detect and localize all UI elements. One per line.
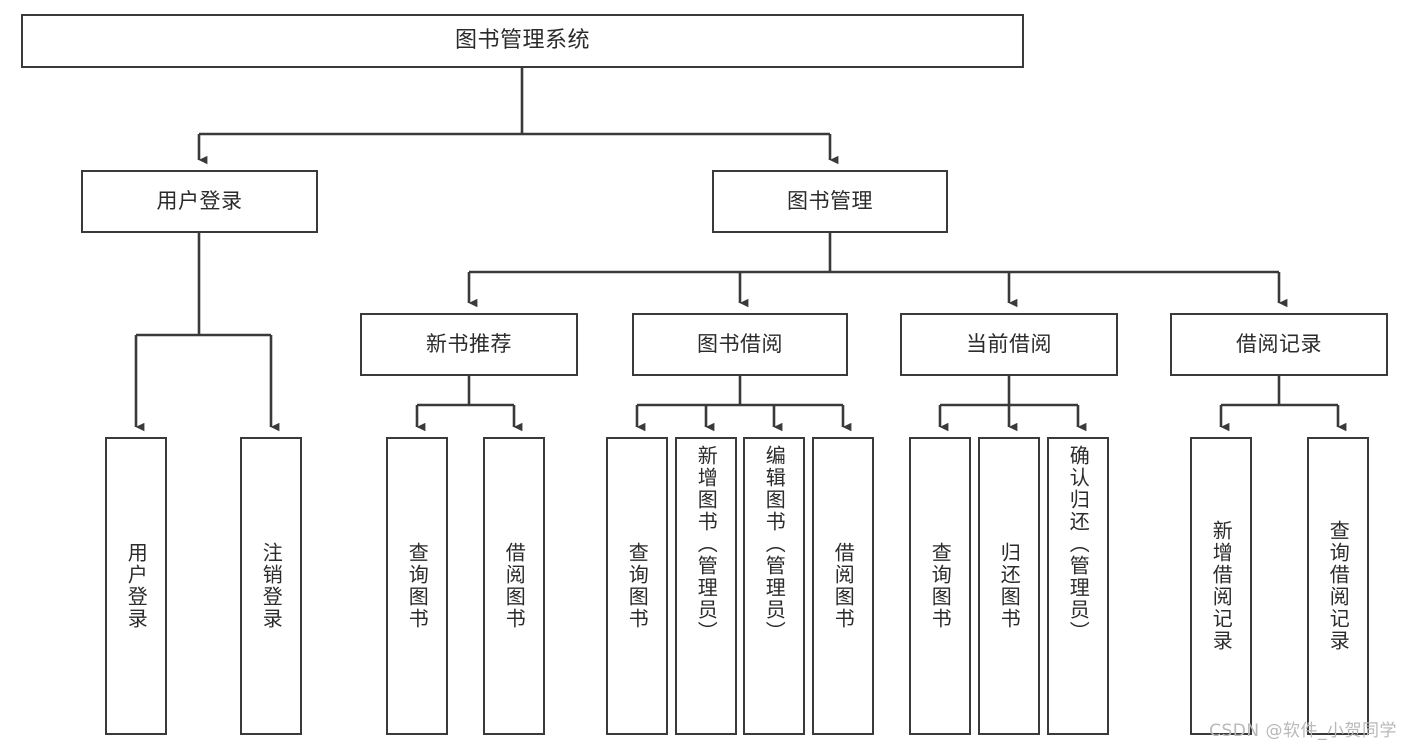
node-book-borrow-label: 图书借阅 [697, 332, 783, 357]
node-leaf-query-book-3-label: 查询图书 [928, 542, 953, 630]
node-book-management[interactable]: 图书管理 [712, 170, 948, 233]
node-leaf-add-record[interactable]: 新增借阅记录 [1190, 437, 1252, 735]
node-leaf-confirm-return[interactable]: 确认归还（管理员） [1047, 437, 1109, 735]
node-leaf-add-record-label: 新增借阅记录 [1209, 520, 1234, 652]
node-leaf-query-book-3[interactable]: 查询图书 [909, 437, 971, 735]
node-new-book-recommend-label: 新书推荐 [426, 332, 512, 357]
node-book-management-label: 图书管理 [787, 189, 873, 214]
node-leaf-add-book[interactable]: 新增图书（管理员） [675, 437, 737, 735]
node-leaf-query-book-2[interactable]: 查询图书 [606, 437, 668, 735]
node-user-login-label: 用户登录 [156, 189, 243, 214]
node-leaf-user-login[interactable]: 用户登录 [105, 437, 167, 735]
node-leaf-logout-login-label: 注销登录 [259, 542, 284, 630]
node-user-login[interactable]: 用户登录 [81, 170, 318, 233]
node-leaf-query-book-1-label: 查询图书 [405, 542, 430, 630]
node-borrow-record[interactable]: 借阅记录 [1170, 313, 1388, 376]
node-leaf-query-record-label: 查询借阅记录 [1326, 520, 1351, 652]
node-book-borrow[interactable]: 图书借阅 [632, 313, 848, 376]
node-leaf-return-book-label: 归还图书 [997, 542, 1022, 630]
node-leaf-borrow-book-2[interactable]: 借阅图书 [812, 437, 874, 735]
node-leaf-logout-login[interactable]: 注销登录 [240, 437, 302, 735]
node-leaf-return-book[interactable]: 归还图书 [978, 437, 1040, 735]
node-leaf-query-book-2-label: 查询图书 [625, 542, 650, 630]
node-leaf-user-login-label: 用户登录 [124, 542, 149, 630]
csdn-watermark: CSDN @软件_小贺同学 [1209, 721, 1397, 741]
node-borrow-record-label: 借阅记录 [1236, 332, 1322, 357]
node-leaf-borrow-book-1[interactable]: 借阅图书 [483, 437, 545, 735]
node-current-borrow[interactable]: 当前借阅 [900, 313, 1118, 376]
node-root[interactable]: 图书管理系统 [21, 14, 1024, 68]
node-leaf-borrow-book-2-label: 借阅图书 [831, 542, 856, 630]
node-root-label: 图书管理系统 [454, 28, 590, 54]
node-leaf-borrow-book-1-label: 借阅图书 [502, 542, 527, 630]
node-leaf-edit-book-label: 编辑图书（管理员） [762, 445, 787, 643]
node-leaf-query-record[interactable]: 查询借阅记录 [1307, 437, 1369, 735]
node-leaf-query-book-1[interactable]: 查询图书 [386, 437, 448, 735]
node-leaf-confirm-return-label: 确认归还（管理员） [1066, 445, 1091, 643]
node-current-borrow-label: 当前借阅 [966, 332, 1052, 357]
node-new-book-recommend[interactable]: 新书推荐 [360, 313, 578, 376]
node-leaf-add-book-label: 新增图书（管理员） [694, 445, 719, 643]
node-leaf-edit-book[interactable]: 编辑图书（管理员） [743, 437, 805, 735]
